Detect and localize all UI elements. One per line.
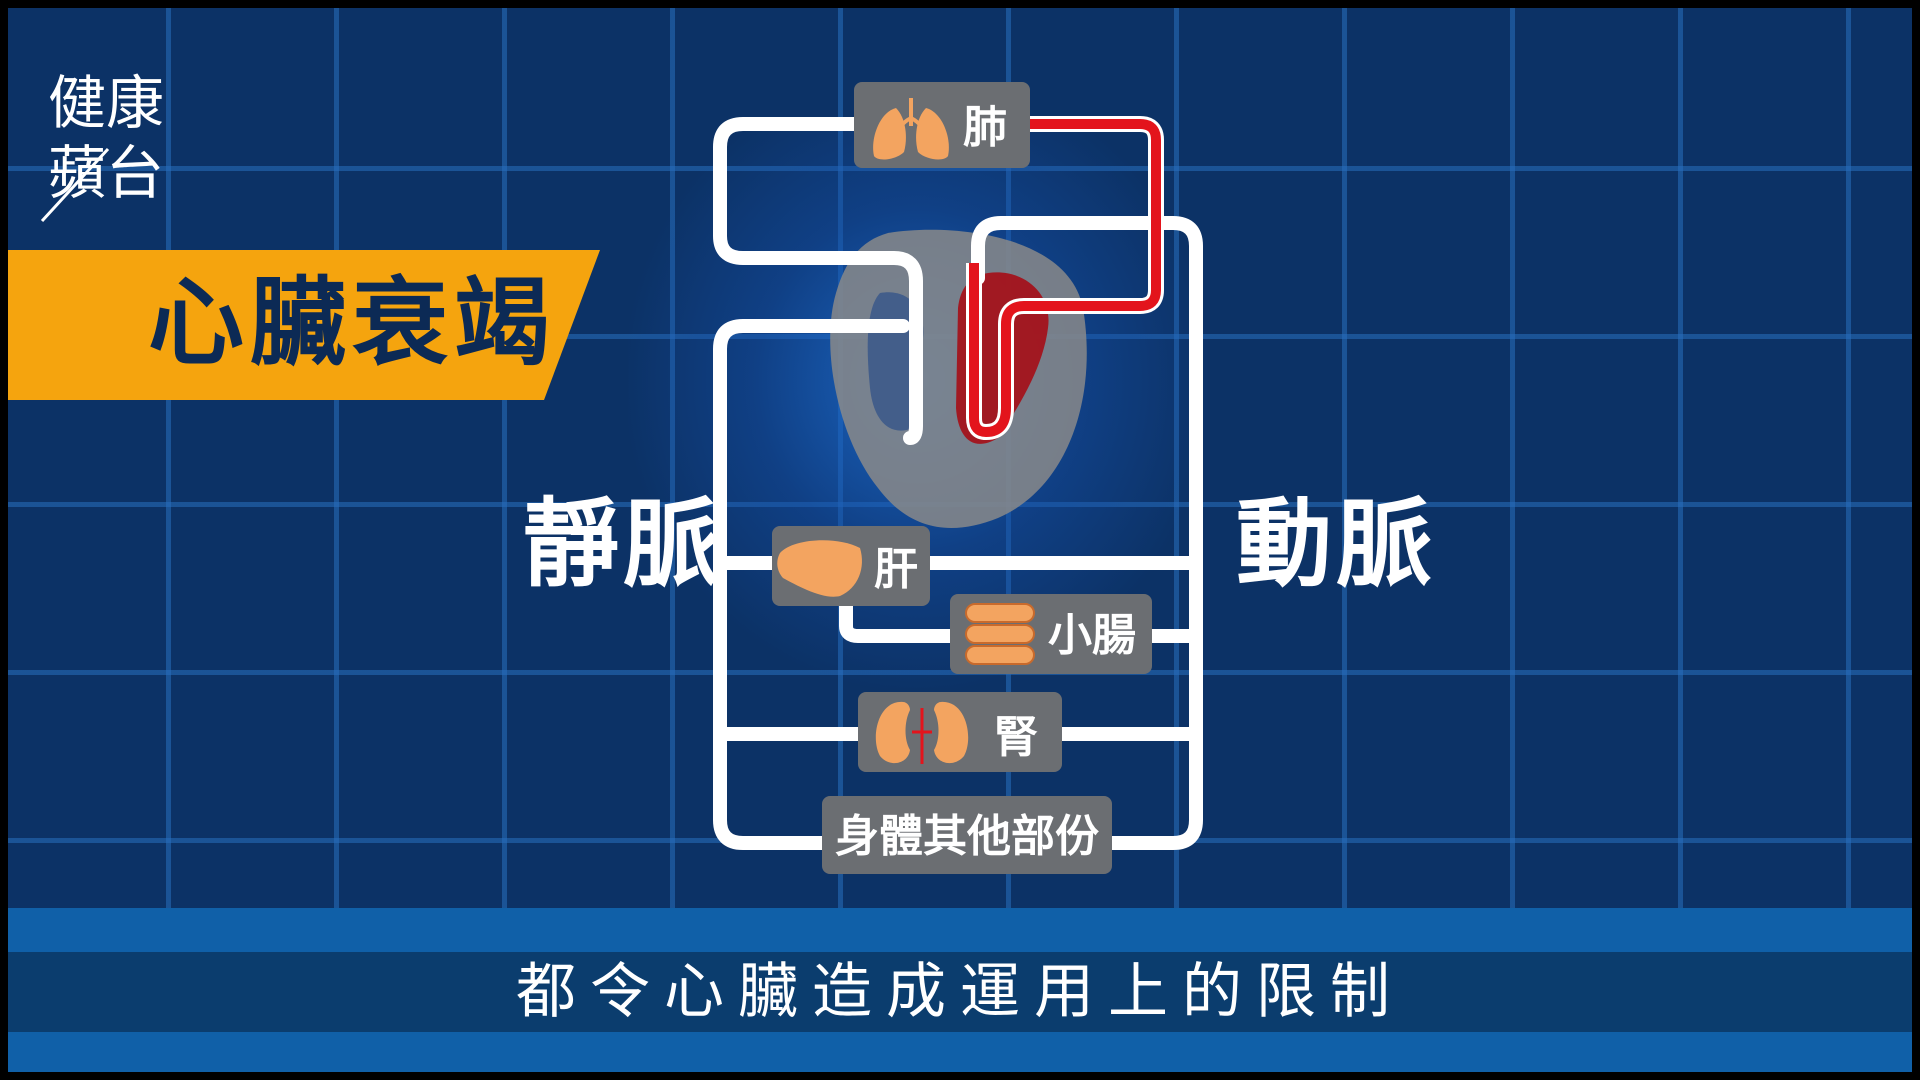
title-banner: 心臟衰竭 — [8, 250, 608, 400]
liver-label: 肝 — [874, 544, 918, 595]
vein-label: 靜脈 — [523, 488, 723, 600]
vessel-lines — [713, 117, 1203, 850]
organ-box-body: 身體其他部份 — [822, 796, 1112, 874]
kidney-label: 腎 — [994, 712, 1038, 763]
lung-icon — [873, 98, 949, 160]
intestine-label: 小腸 — [1048, 610, 1136, 661]
subtitle-band — [8, 952, 1912, 1032]
intestine-icon — [965, 603, 1035, 665]
artery-label: 動脈 — [1236, 488, 1436, 600]
organ-box-kidney: 腎 — [858, 692, 1062, 772]
organ-box-liver: 肝 — [772, 526, 930, 606]
logo-stroke — [40, 147, 110, 223]
artery-trunk-line — [971, 216, 1203, 850]
liver-icon — [777, 540, 862, 597]
organ-box-intestine: 小腸 — [950, 594, 1152, 674]
page-title: 心臟衰竭 — [148, 267, 556, 379]
pulmonary-vein-line — [969, 119, 1161, 437]
kidney-icon — [875, 701, 969, 764]
logo-line1: 健康 — [48, 69, 164, 137]
organ-box-lung: 肺 — [854, 82, 1030, 168]
heart-icon — [830, 229, 1087, 528]
intestine-portal-branch — [839, 596, 960, 643]
circulation-diagram: 肺 肝 小腸 腎 — [713, 82, 1203, 874]
vein-trunk-line — [713, 319, 910, 850]
banner-shape — [8, 250, 600, 400]
lung-label: 肺 — [963, 102, 1007, 153]
subtitle-caption: 都令心臟造成運用上的限制 — [516, 957, 1404, 1027]
pulmonary-artery-line — [713, 117, 923, 445]
video-frame: 健康 蘋台 心臟衰竭 — [8, 8, 1912, 1072]
channel-logo: 健康 蘋台 — [38, 53, 198, 233]
body-label: 身體其他部份 — [835, 811, 1099, 862]
